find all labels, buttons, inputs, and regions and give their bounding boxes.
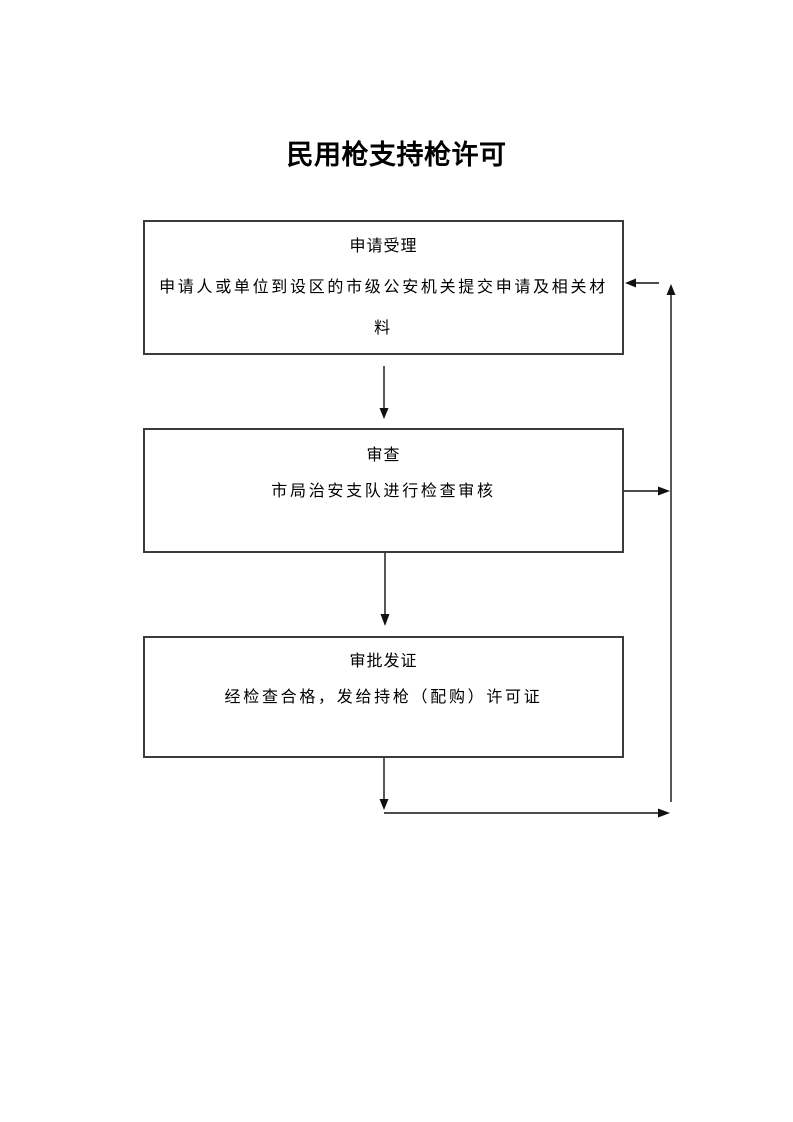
page-title: 民用枪支持枪许可	[286, 140, 507, 170]
node-description: 市局治安支队进行检查审核	[271, 483, 496, 500]
arrow-application-to-review-icon	[379, 366, 389, 419]
node-title: 申请受理	[349, 238, 418, 255]
node-title: 审批发证	[349, 653, 418, 670]
flow-node-application-acceptance: 申请受理 申请人或单位到设区的市级公安机关提交申请及相关材料	[143, 220, 624, 355]
arrow-review-to-issue-icon	[380, 553, 390, 626]
arrow-issue-down-icon	[379, 758, 389, 810]
node-title: 审查	[366, 447, 401, 464]
arrow-bottom-right-icon	[384, 808, 670, 818]
arrow-into-application-icon	[625, 278, 659, 288]
feedback-vertical-line-icon	[666, 284, 676, 802]
node-description: 经检查合格，发给持枪（配购）许可证	[224, 689, 543, 706]
arrow-review-to-feedback-icon	[624, 486, 670, 496]
node-description: 申请人或单位到设区的市级公安机关提交申请及相关材料	[159, 279, 608, 337]
flow-node-approval-issuance: 审批发证 经检查合格，发给持枪（配购）许可证	[143, 636, 624, 758]
flow-node-review: 审查 市局治安支队进行检查审核	[143, 428, 624, 553]
